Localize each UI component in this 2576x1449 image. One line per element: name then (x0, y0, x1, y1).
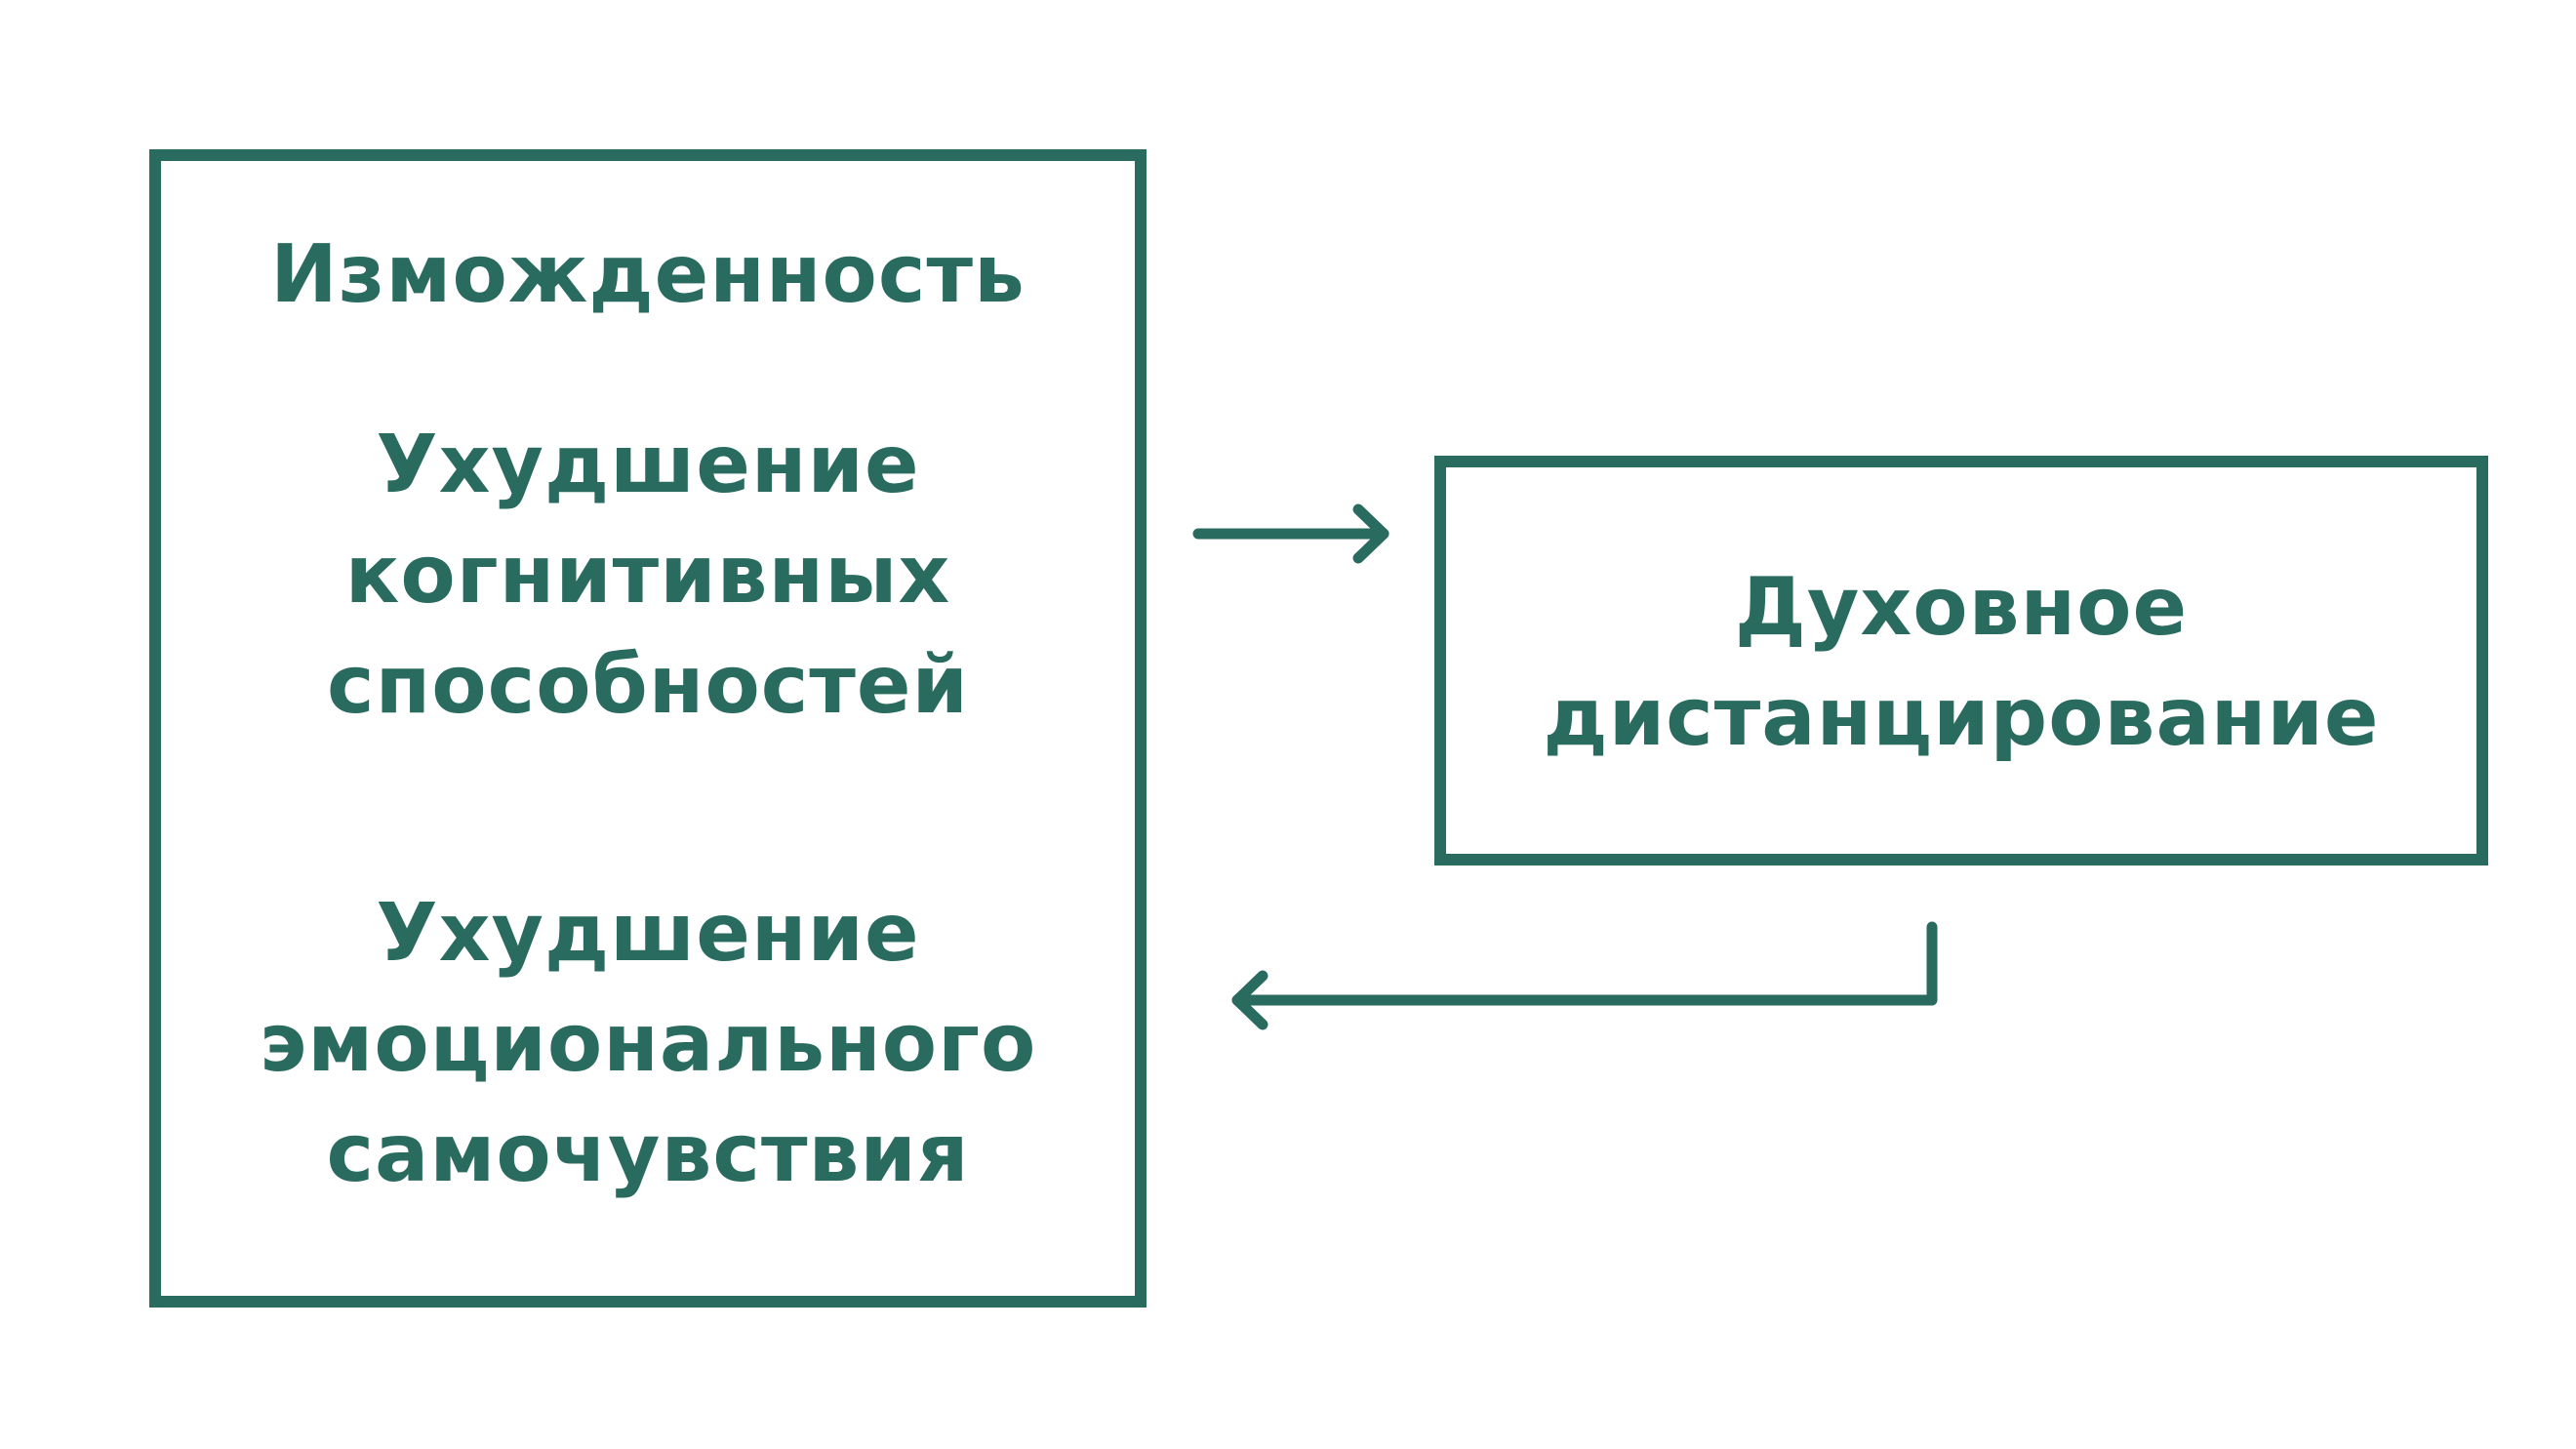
arrow-left (1231, 921, 1938, 1030)
right-box: Духовное дистанцирование (1434, 456, 2488, 865)
label-emotional-decline: Ухудшение эмоционального самочувствия (259, 887, 1037, 1201)
label-exhaustion: Изможденность (270, 228, 1026, 321)
label-cognitive-decline: Ухудшение когнитивных способностей (327, 419, 969, 733)
label-spiritual-distancing: Духовное дистанцирование (1543, 561, 2380, 765)
left-box: Изможденность Ухудшение когнитивных спос… (149, 149, 1147, 1308)
arrow-right (1192, 503, 1389, 564)
